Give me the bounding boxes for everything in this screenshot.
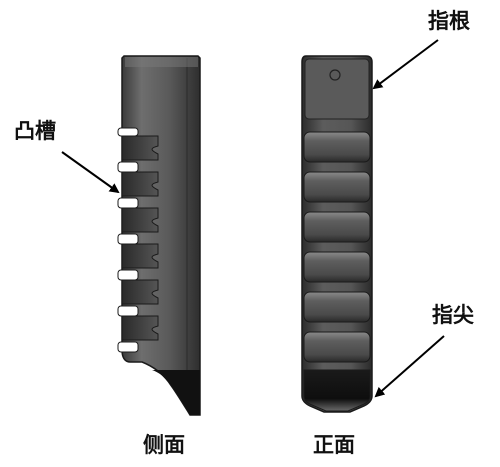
side-notch — [117, 127, 139, 137]
arrow-groove — [61, 151, 120, 194]
front-segment — [303, 211, 371, 243]
label-fingertip: 指尖 — [432, 303, 474, 327]
side-notch — [117, 341, 139, 353]
side-view — [117, 55, 201, 416]
side-ridge — [121, 135, 159, 161]
side-ridge — [121, 171, 159, 197]
front-segment — [303, 291, 371, 323]
front-view-root-block — [304, 58, 370, 120]
front-view-tip — [303, 369, 371, 412]
label-groove: 凸槽 — [14, 119, 56, 143]
side-notch — [117, 161, 139, 173]
side-notch — [117, 305, 139, 317]
side-ridge — [121, 279, 159, 305]
caption-side-view: 侧面 — [143, 433, 185, 457]
front-view — [301, 55, 373, 413]
front-view-hole — [329, 69, 341, 81]
front-segment — [303, 171, 371, 203]
side-view-ridges — [121, 135, 159, 341]
side-ridge — [121, 315, 159, 341]
side-view-tip — [152, 370, 200, 415]
front-segment — [303, 331, 371, 363]
front-segment — [303, 251, 371, 283]
side-notch — [117, 269, 139, 281]
side-view-top-cap — [125, 57, 198, 67]
side-notch — [117, 197, 139, 209]
side-notch — [117, 233, 139, 245]
arrow-finger-root — [372, 39, 439, 90]
label-finger-root: 指根 — [428, 9, 470, 33]
side-view-notches — [117, 127, 139, 353]
front-segment — [303, 131, 371, 163]
front-view-segments — [303, 131, 371, 363]
side-ridge — [121, 243, 159, 269]
side-ridge — [121, 207, 159, 233]
caption-front-view: 正面 — [313, 433, 355, 457]
arrow-fingertip — [374, 335, 445, 398]
